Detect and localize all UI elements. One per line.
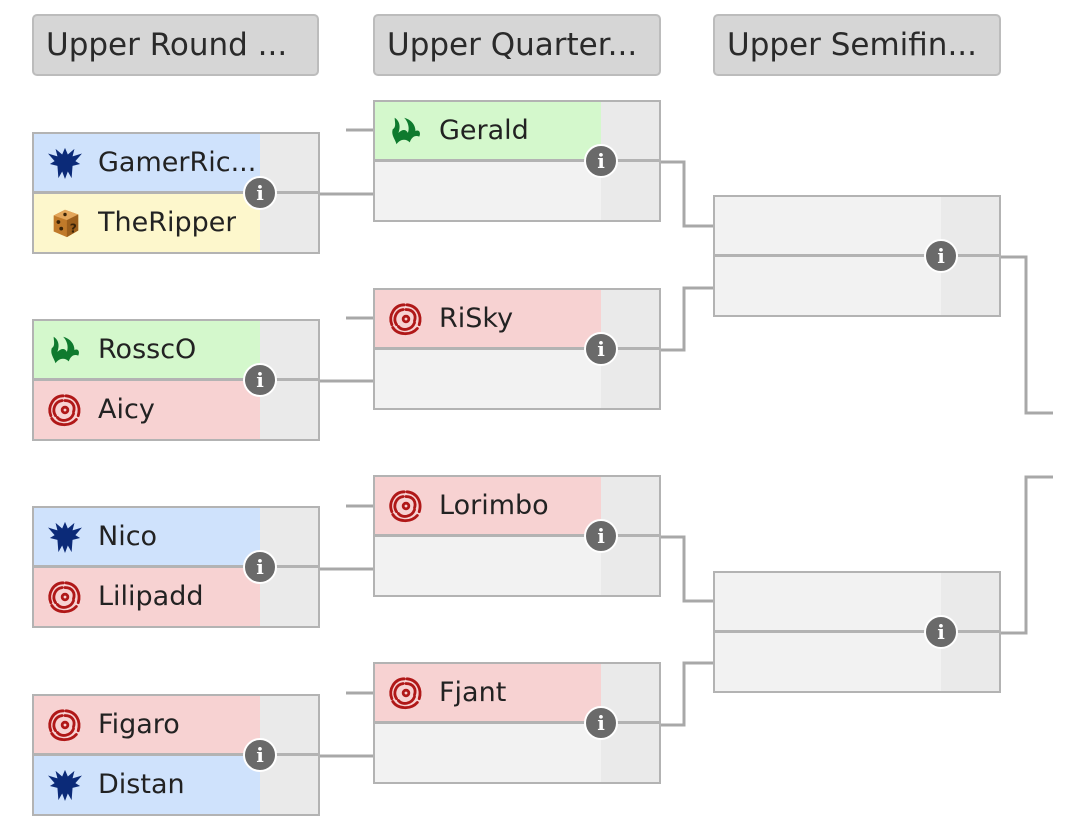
player-slot[interactable]: RosscO: [32, 319, 320, 380]
player-name: Figaro: [98, 709, 180, 740]
player-slot[interactable]: GamerRic...: [32, 132, 320, 193]
player-name-cell: [375, 162, 603, 220]
player-slot[interactable]: Nico: [32, 506, 320, 567]
svg-text:?: ?: [70, 221, 77, 235]
zerg-race-icon: [387, 676, 425, 710]
player-name-cell: [715, 257, 943, 315]
player-name: Lilipadd: [98, 581, 204, 612]
player-name-cell: Lilipadd: [34, 568, 262, 626]
match-info-icon[interactable]: i: [584, 144, 618, 178]
zerg-race-icon: [46, 580, 84, 614]
player-name-cell: Fjant: [375, 664, 603, 721]
player-name: Nico: [98, 521, 158, 552]
quarterfinal-match: RiSky i: [373, 288, 661, 414]
player-slot[interactable]: Fjant: [373, 662, 661, 723]
match-info-icon[interactable]: i: [243, 176, 277, 210]
player-name: TheRipper: [98, 207, 237, 238]
terran-race-icon: [46, 768, 84, 802]
player-slot: [713, 256, 1001, 317]
match-info-icon[interactable]: i: [584, 706, 618, 740]
round-header-upper-quarterfinals: Upper Quarter...: [373, 14, 661, 76]
player-name-cell: RiSky: [375, 290, 603, 347]
player-slot: [713, 632, 1001, 693]
terran-race-icon: [46, 520, 84, 554]
player-name: Lorimbo: [439, 490, 549, 521]
player-name-cell: [715, 197, 943, 254]
round-header-upper-round: Upper Round ...: [32, 14, 319, 76]
player-name-cell: Gerald: [375, 102, 603, 159]
semifinal-match: i: [713, 195, 1001, 321]
player-name-cell: [715, 573, 943, 630]
player-slot: [373, 536, 661, 597]
match-info-icon[interactable]: i: [243, 550, 277, 584]
player-slot: [713, 571, 1001, 632]
player-name-cell: Distan: [34, 756, 262, 814]
player-slot: [713, 195, 1001, 256]
player-name-cell: [375, 537, 603, 595]
player-name-cell: Nico: [34, 508, 262, 565]
zerg-race-icon: [46, 393, 84, 427]
zerg-race-icon: [387, 302, 425, 336]
player-slot: [373, 723, 661, 784]
match-info-icon[interactable]: i: [243, 738, 277, 772]
player-name-cell: GamerRic...: [34, 134, 262, 191]
player-slot[interactable]: Aicy: [32, 380, 320, 441]
semifinal-match: i: [713, 571, 1001, 697]
quarterfinal-match: Lorimbo i: [373, 475, 661, 601]
terran-race-icon: [46, 146, 84, 180]
match-info-icon[interactable]: i: [243, 363, 277, 397]
player-slot[interactable]: Figaro: [32, 694, 320, 755]
player-slot[interactable]: Lilipadd: [32, 567, 320, 628]
player-name: Distan: [98, 769, 185, 800]
player-name-cell: [715, 633, 943, 691]
player-name-cell: [375, 350, 603, 408]
player-name-cell: Figaro: [34, 696, 262, 753]
player-slot[interactable]: Distan: [32, 755, 320, 816]
player-name: Gerald: [439, 115, 529, 146]
round-header-upper-semifinals: Upper Semifin...: [713, 14, 1001, 76]
player-name: RiSky: [439, 303, 514, 334]
player-slot[interactable]: Lorimbo: [373, 475, 661, 536]
match-info-icon[interactable]: i: [924, 615, 958, 649]
player-slot: [373, 161, 661, 222]
player-name: Aicy: [98, 394, 155, 425]
quarterfinal-match: Fjant i: [373, 662, 661, 788]
player-slot[interactable]: ? TheRipper: [32, 193, 320, 254]
match-info-icon[interactable]: i: [584, 519, 618, 553]
round1-match: RosscO Aicy i: [32, 319, 320, 445]
player-name-cell: [375, 724, 603, 782]
player-name-cell: Aicy: [34, 381, 262, 439]
zerg-race-icon: [387, 489, 425, 523]
player-slot[interactable]: Gerald: [373, 100, 661, 161]
player-name-cell: Lorimbo: [375, 477, 603, 534]
protoss-race-icon: [387, 114, 425, 148]
match-info-icon[interactable]: i: [924, 239, 958, 273]
player-slot: [373, 349, 661, 410]
match-info-icon[interactable]: i: [584, 332, 618, 366]
player-name-cell: RosscO: [34, 321, 262, 378]
protoss-race-icon: [46, 333, 84, 367]
random-race-icon: ?: [46, 206, 84, 240]
zerg-race-icon: [46, 708, 84, 742]
player-name: RosscO: [98, 334, 197, 365]
player-slot[interactable]: RiSky: [373, 288, 661, 349]
player-name-cell: ? TheRipper: [34, 194, 262, 252]
player-name: Fjant: [439, 677, 507, 708]
player-name: GamerRic...: [98, 147, 257, 178]
quarterfinal-match: Gerald i: [373, 100, 661, 226]
